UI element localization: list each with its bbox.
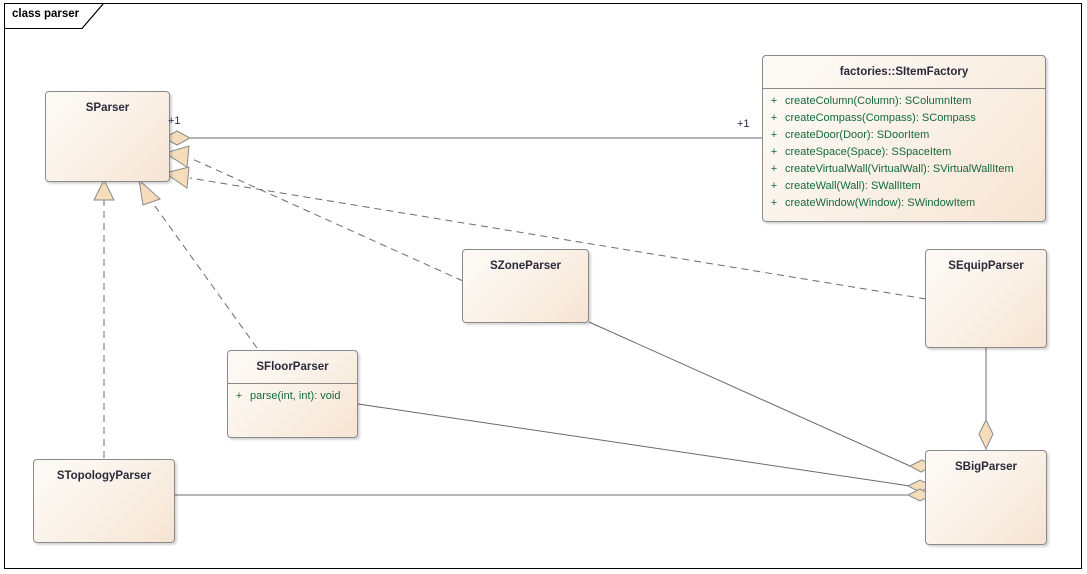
class-box-stopologyparser[interactable]: STopologyParser [33, 459, 175, 543]
class-name-sbigparser: SBigParser [954, 461, 1017, 473]
multiplicity-label-sparser-end: +1 [168, 115, 181, 127]
diagram-frame [4, 3, 1082, 569]
visibility-marker: + [770, 146, 778, 158]
visibility-marker: + [770, 95, 778, 107]
member-signature: parse(int, int): void [250, 390, 341, 402]
multiplicity-label-sitemfactory-end: +1 [737, 118, 750, 130]
class-members-sfloorparser: + parse(int, int): void [228, 384, 357, 409]
member-signature: createCompass(Compass): SCompass [785, 112, 976, 124]
member-signature: createWindow(Window): SWindowItem [785, 197, 976, 209]
class-member: + createCompass(Compass): SCompass [763, 110, 1045, 127]
class-member: + createDoor(Door): SDoorItem [763, 127, 1045, 144]
class-member: + createColumn(Column): SColumnItem [763, 93, 1045, 110]
member-signature: createSpace(Space): SSpaceItem [785, 146, 952, 158]
visibility-marker: + [770, 129, 778, 141]
diagram-frame-label: class parser [12, 8, 80, 20]
class-name-sfloorparser: SFloorParser [228, 351, 357, 384]
class-box-sfloorparser[interactable]: SFloorParser + parse(int, int): void [227, 350, 358, 438]
class-member: + parse(int, int): void [228, 388, 357, 405]
class-name-stopologyparser: STopologyParser [56, 470, 152, 482]
visibility-marker: + [770, 112, 778, 124]
visibility-marker: + [770, 197, 778, 209]
member-signature: createWall(Wall): SWallItem [785, 180, 921, 192]
class-name-sitemfactory: factories::SItemFactory [763, 56, 1045, 89]
class-name-sparser: SParser [85, 102, 130, 114]
class-member: + createWall(Wall): SWallItem [763, 178, 1045, 195]
member-signature: createColumn(Column): SColumnItem [785, 95, 972, 107]
member-signature: createDoor(Door): SDoorItem [785, 129, 930, 141]
class-box-sparser[interactable]: SParser [45, 91, 170, 182]
class-box-sequipparser[interactable]: SEquipParser [925, 249, 1047, 348]
visibility-marker: + [235, 390, 243, 402]
class-box-sbigparser[interactable]: SBigParser [925, 450, 1047, 545]
class-box-szoneparser[interactable]: SZoneParser [462, 249, 589, 323]
visibility-marker: + [770, 163, 778, 175]
class-members-sitemfactory: + createColumn(Column): SColumnItem + cr… [763, 89, 1045, 216]
diagram-frame-tab [4, 3, 104, 29]
class-name-sequipparser: SEquipParser [948, 260, 1024, 272]
member-signature: createVirtualWall(VirtualWall): SVirtual… [785, 163, 1014, 175]
class-member: + createSpace(Space): SSpaceItem [763, 144, 1045, 161]
class-member: + createVirtualWall(VirtualWall): SVirtu… [763, 161, 1045, 178]
class-member: + createWindow(Window): SWindowItem [763, 195, 1045, 212]
visibility-marker: + [770, 180, 778, 192]
class-box-sitemfactory[interactable]: factories::SItemFactory + createColumn(C… [762, 55, 1046, 222]
class-name-szoneparser: SZoneParser [490, 260, 561, 272]
